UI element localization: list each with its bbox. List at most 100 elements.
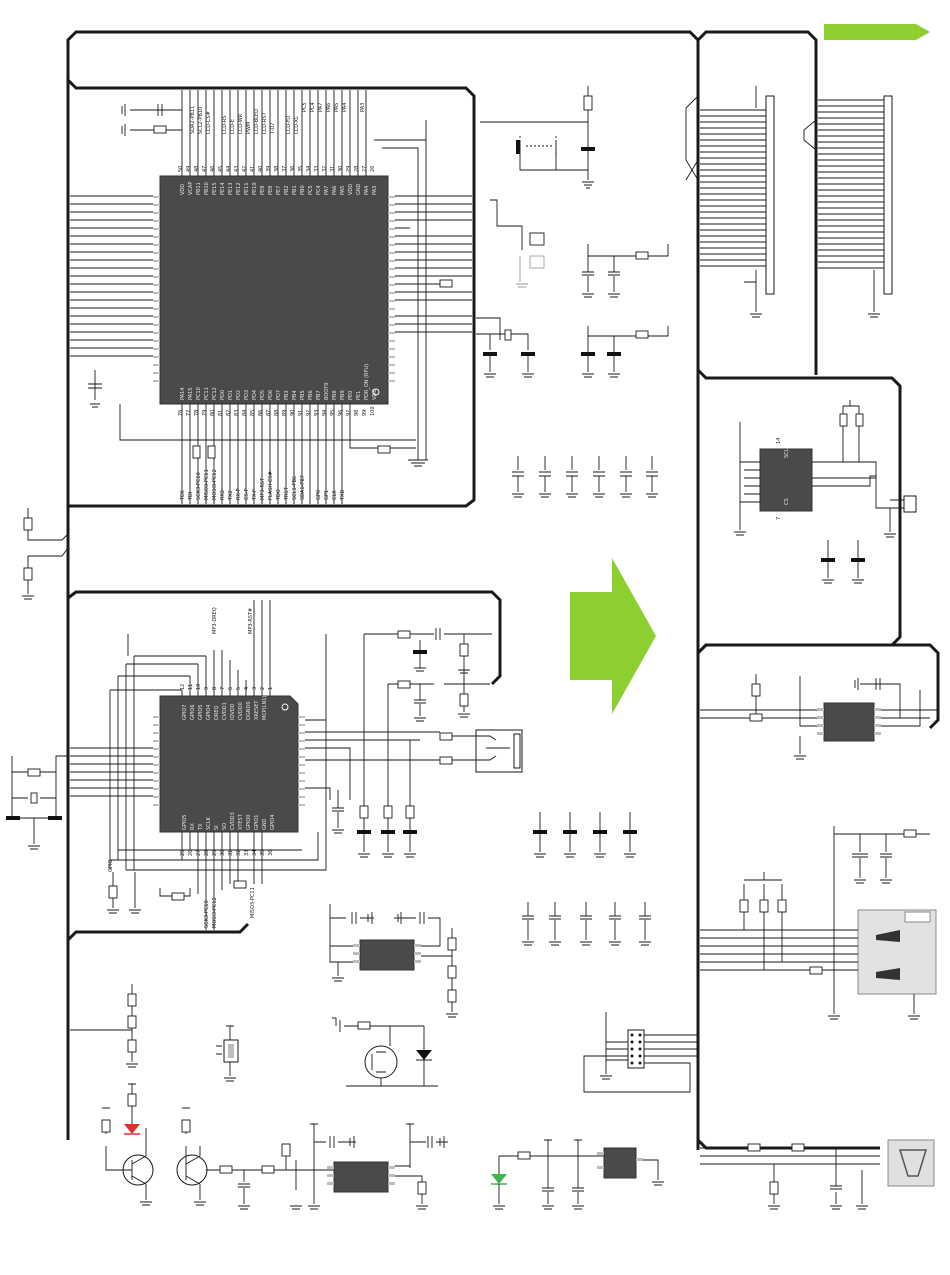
mcu-top-name-0: VDD [180,184,186,195]
decoupling-row-1 [512,456,658,498]
mp3-bot-pin-26: 26 [188,850,194,856]
led-red [124,1124,140,1134]
net-top-9: T-D7 [270,123,276,135]
mcu-top-pin-39: 39 [266,166,272,172]
net-top-4: LCD-E [230,119,236,134]
connector-left [685,86,775,318]
arrow-center [570,558,656,714]
net-bot-9: TX-P [252,489,258,501]
mcu-top-name-20: PA5 [340,186,346,195]
mcu-top-pin-29: 29 [346,166,352,172]
mcu-top-name-17: PC4 [316,185,322,195]
net-bot-10: MP3-RST [260,477,266,500]
arrow-top [824,24,930,40]
net-top-5: LCD-WR [238,113,244,134]
mp3-bot-pin-29: 29 [212,850,218,856]
mcu-top-name-5: PE14 [220,182,226,195]
mcu-aux-components [88,104,453,467]
mp3-top-name-9: XRESET [254,700,260,720]
mcu-top-pin-30: 30 [338,166,344,172]
mcu-top-pin-38: 38 [274,166,280,172]
mcu-top-name-13: PB2 [284,185,290,195]
mcu-top-name-9: PE10 [252,182,258,195]
mp3-pin-labels: 12 11 10 9 8 7 6 5 4 3 2 1 GPIO7 GPIO6 G… [108,607,276,928]
mcu-bot-pin-94: 94 [322,410,328,416]
mcu-bot-pin-97: 97 [346,410,352,416]
mcu-bot-pin-81: 81 [218,410,224,416]
net-bot-12: TDO [276,489,282,501]
mcu-left-wires [70,195,153,357]
small-header-mcu [490,199,545,288]
net-top-13: PC4 [310,102,316,112]
mp3-bot-pin-28: 28 [204,850,210,856]
net-miso3: MISO3-PC11 [250,887,256,918]
mcu-bot-pin-98: 98 [354,410,360,416]
eeprom-block: SCL CS 14 7 [734,400,917,584]
mcu-top-name-21: VDD [348,184,354,195]
mp3-bot-name-4: SI [214,825,220,830]
mcu-top-pin-33: 33 [314,166,320,172]
eeprom-pin-cs: CS [784,498,790,505]
mcu-top-name-10: PE9 [260,186,266,195]
mcu-top-pin-43: 43 [234,166,240,172]
net-bot-2: SCK3-PC10 [196,472,202,500]
mp3-top-name-0: GPIO7 [182,705,188,720]
mcu-bot-pin-93: 93 [314,410,320,416]
mcu-top-name-2: PB11 [196,182,202,195]
net-top-0: SDA2-PB11 [190,106,196,134]
mcu-top-pin-35: 35 [298,166,304,172]
decoupling-row-2 [533,812,637,858]
net-bot-14: SCL1-PB6 [292,476,298,500]
mcu-bot-pin-76: 76 [178,410,184,416]
mcu-bot-name-23: PDR_ON (RFU) [364,364,370,400]
led-green-circuit [491,1139,664,1210]
mp3-bot-name-0: GPIO5 [182,815,188,830]
mcu-bot-name-21: PE0 [348,391,354,400]
eeprom-pin-num-7: 7 [776,517,782,520]
net-top-1: SCL2-PB10 [198,107,204,134]
flash-chip [700,674,938,760]
mcu-top-name-11: PE8 [268,186,274,195]
net-bot-1: TDI [188,492,194,501]
mcu-top-pin-31: 31 [330,166,336,172]
mp3-bot-name-7: XTEST [238,813,244,830]
mp3-top-pin-11: 11 [188,684,194,690]
mcu-top-pin-36: 36 [290,166,296,172]
mp3-wires [70,600,440,930]
mcu-bot-name-10: PD5 [260,390,266,400]
net-bot-11: FLASH-CS# [268,471,274,500]
net-bot-6: TX2 [228,490,234,501]
mp3-bot-name-10: GND [262,818,268,830]
mcu-top-pin-27: 27 [362,166,368,172]
mcu-top-pin-42: 42 [242,166,248,172]
mcu-top-pin-47: 47 [202,166,208,172]
mcu-top-pin-28: 28 [354,166,360,172]
mcu-top-name-6: PE13 [228,182,234,195]
net-bot-3: MISO3-PC11 [204,469,210,500]
net-bot-19: TXD [340,490,346,501]
mcu-top-name-15: PB0 [300,185,306,195]
mp3-bot-pin-34: 34 [252,850,258,856]
mcu-top-labels: 50 49 48 47 46 45 44 43 42 41 40 39 38 3… [178,166,376,172]
mp3-top-name-3: GPIO4 [206,705,212,720]
mcu-top-name-22: GND [356,183,362,195]
audio-jack [439,729,523,773]
mcu-right-wires [395,195,472,333]
mcu-top-pin-46: 46 [210,166,216,172]
connector-right [803,95,893,318]
net-sck3: SCK3-PC10 [204,900,210,928]
mcu-bot-name-8: PD3 [244,390,250,400]
mcu-top-name-19: PA6 [332,186,338,195]
mcu-bot-pin-78: 78 [194,410,200,416]
mp3-left-pins [153,716,160,806]
mcu-bot-name-17: PB7 [316,390,322,400]
decoupling-row-3 [522,902,651,946]
mp3-top-pin-10: 10 [196,684,202,690]
mcu-bot-pin-92: 92 [306,410,312,416]
mp3-bot-pin-31: 31 [228,850,234,856]
eeprom-pin-scl: SCL [784,448,790,458]
mp3-top-pin-5: 5 [236,687,242,690]
mcu-left-pins [153,196,160,382]
mcu-top-pin-45: 45 [218,166,224,172]
